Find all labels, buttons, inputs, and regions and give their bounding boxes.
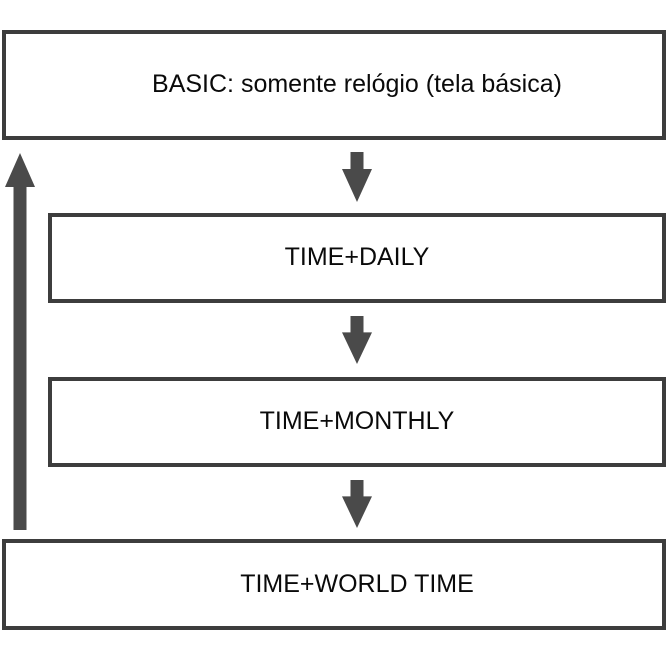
node-time-world-time: TIME+WORLD TIME <box>2 539 666 630</box>
node-time-daily: TIME+DAILY <box>48 213 666 303</box>
node-time-world-time-label: TIME+WORLD TIME <box>240 569 474 598</box>
down-arrow-icon <box>342 480 372 528</box>
node-time-monthly-label: TIME+MONTHLY <box>259 407 455 436</box>
down-arrow-icon <box>342 152 372 202</box>
node-time-monthly: TIME+MONTHLY <box>48 377 666 467</box>
node-basic: BASIC: somente relógio (tela básica) <box>2 30 666 140</box>
node-basic-label: BASIC: somente relógio (tela básica) <box>152 70 562 99</box>
down-arrow-icon <box>342 316 372 364</box>
up-arrow-icon <box>5 153 35 530</box>
node-time-daily-label: TIME+DAILY <box>284 243 430 272</box>
